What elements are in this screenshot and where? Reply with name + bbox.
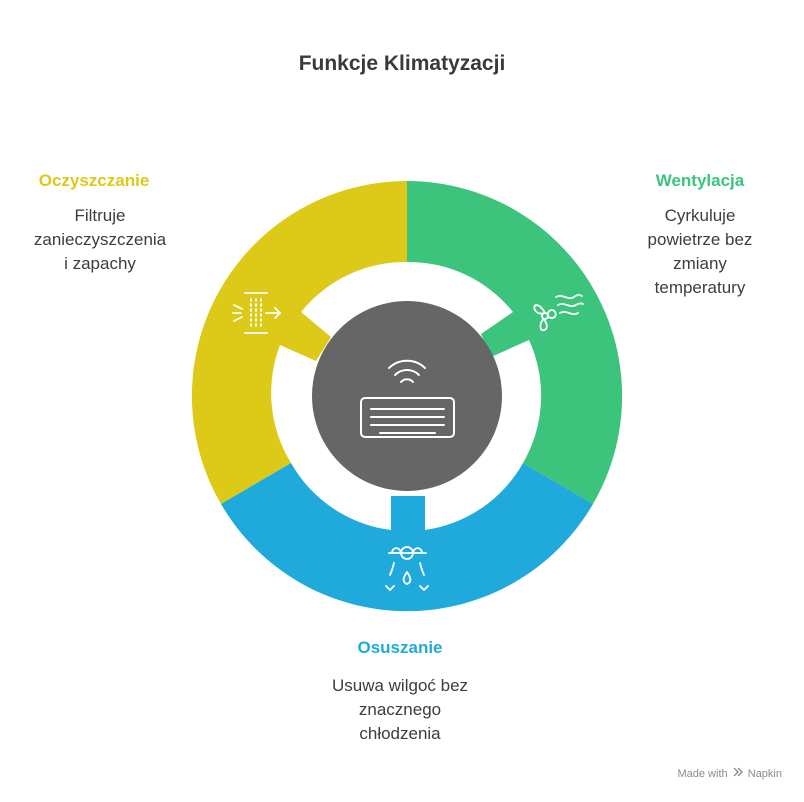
desc-line: Filtruje	[74, 206, 126, 225]
segment-desc-oczyszczanie: Filtruje zanieczyszczenia i zapachy	[10, 204, 190, 276]
air-filter-icon	[232, 292, 282, 334]
footer-made-with: Made with	[677, 768, 728, 780]
segment-title-osuszanie: Osuszanie	[357, 638, 443, 657]
fan-wind-icon	[533, 294, 584, 332]
segment-desc-osuszanie: Usuwa wilgoć bez znacznego chłodzenia	[300, 674, 500, 746]
desc-line: zmiany	[673, 254, 727, 273]
air-conditioner-icon	[360, 359, 455, 438]
segment-desc-wentylacja: Cyrkuluje powietrze bez zmiany temperatu…	[610, 204, 790, 300]
segment-title-oczyszczanie: Oczyszczanie	[38, 171, 150, 190]
segment-oczyszczanie	[191, 180, 407, 504]
desc-line: Cyrkuluje	[664, 206, 736, 225]
desc-line: znacznego	[358, 700, 442, 719]
segment-wentylacja	[407, 180, 623, 504]
desc-line: i zapachy	[64, 254, 136, 273]
desc-line: chłodzenia	[359, 724, 441, 743]
desc-line: temperatury	[654, 278, 746, 297]
desc-line: powietrze bez	[647, 230, 753, 249]
made-with-napkin-footer: Made with Napkin	[677, 767, 782, 780]
segment-osuszanie	[221, 463, 593, 612]
diagram-title: Funkcje Klimatyzacji	[298, 52, 506, 75]
center-hub	[312, 301, 502, 491]
segment-title-wentylacja: Wentylacja	[655, 171, 745, 190]
dehumidifier-drop-icon	[385, 546, 429, 591]
napkin-logo-icon	[733, 767, 743, 780]
footer-brand: Napkin	[747, 768, 782, 780]
desc-line: Usuwa wilgoć bez	[331, 676, 469, 695]
desc-line: zanieczyszczenia	[33, 230, 167, 249]
